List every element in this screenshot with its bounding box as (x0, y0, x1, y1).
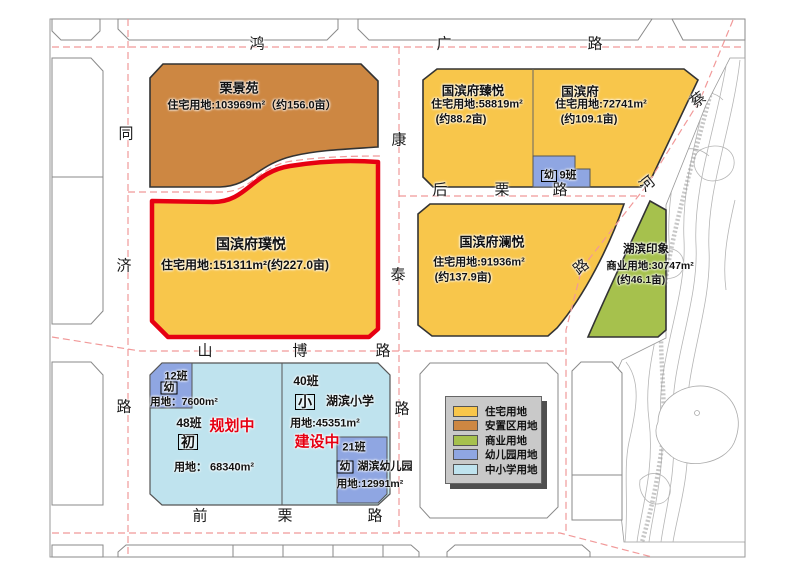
primary-school-name: 湖滨小学 (325, 394, 375, 408)
block-left-1 (51, 57, 104, 325)
parcel-hubin-impression (586, 199, 667, 338)
block-bottom-2 (446, 544, 591, 558)
parcel-title-zhenyue: 国滨府臻悦 (441, 83, 505, 98)
block-left-3 (51, 544, 104, 558)
legend-label-residential: 住宅用地 (485, 405, 527, 418)
parcel-title-lijingyuan: 栗景苑 (219, 80, 259, 96)
parcel-kindergarten12-chip (149, 362, 193, 409)
parcel-info1-lanyue: 住宅用地:91936m² (433, 256, 525, 269)
map-legend: 住宅用地 安置区用地 商业用地 幼儿园用地 中小学用地 (445, 396, 542, 484)
kindergarten21-area: 用地:12991m² (336, 477, 404, 490)
parcel-lijingyuan (149, 63, 379, 188)
road-label-qianli-1: 前 (192, 508, 208, 525)
pond (655, 385, 739, 464)
block-top-3 (357, 18, 653, 41)
primary-school-classes: 40班 (293, 374, 319, 388)
parcel-title-guobinfu: 国滨府 (561, 84, 599, 99)
road-label-kangtai-3: 路 (394, 401, 410, 418)
kindergarten12-classes: 12班 (164, 370, 188, 383)
block-bottom-1 (117, 544, 420, 558)
block-left-2 (51, 361, 104, 506)
parcel-zhenyue-guobinfu (422, 68, 699, 188)
road-label-houli-2: 栗 (494, 182, 510, 199)
road-centerlines (51, 19, 745, 558)
parcel-title-lanyue: 国滨府澜悦 (459, 234, 525, 250)
status-planning: 规划中 (209, 417, 255, 435)
legend-item-residential: 住宅用地 (453, 405, 541, 418)
parcel-title-puyue: 国滨府璞悦 (216, 236, 286, 252)
road-label-tongji-1: 同 (118, 126, 134, 143)
legend-item-school: 中小学用地 (453, 463, 541, 476)
block-east (571, 361, 623, 521)
road-label-shanbo-2: 博 (292, 343, 308, 360)
parcel-info1-hubin-impression: 商业用地:30747m² (606, 259, 694, 272)
road-label-shanbo-1: 山 (197, 343, 213, 360)
centerline-wave-road (128, 155, 383, 193)
kindergarten21-badge: 幼 (336, 460, 354, 474)
centerline-shanbo (51, 336, 565, 352)
parcel-kindergarten9-chip (532, 155, 591, 188)
parcel-kindergarten21-chip (336, 436, 388, 504)
parcel-info2-guobinfu: (约109.1亩) (560, 113, 618, 126)
road-label-kangtai-1: 康 (391, 132, 407, 149)
road-label-houli-3: 路 (552, 182, 568, 199)
road-label-hongguang-3: 路 (587, 36, 603, 53)
legend-item-commercial: 商业用地 (453, 434, 541, 447)
centerline-qianli (52, 532, 653, 558)
parcel-puyue-highlighted (149, 158, 381, 340)
block-top-4 (671, 18, 746, 41)
road-label-kangtai-2: 泰 (390, 267, 406, 284)
road-label-qianli-2: 栗 (277, 508, 293, 525)
parcel-lanyue (417, 203, 626, 337)
centerline-caihe-road (565, 19, 734, 533)
legend-label-kindergarten: 幼儿园用地 (485, 449, 538, 461)
kindergarten9-classes: 9班 (559, 169, 577, 182)
legend-swatch-kindergarten (453, 449, 478, 460)
middle-school-area: 用地： 68340m² (173, 461, 255, 474)
middle-school-classes: 48班 (176, 416, 202, 430)
primary-school-area: 用地:45351m² (290, 417, 360, 430)
middle-school-badge: 初 (178, 434, 198, 450)
road-label-qianli-3: 路 (367, 508, 383, 525)
legend-label-commercial: 商业用地 (485, 434, 527, 447)
kindergarten21-classes: 21班 (342, 441, 366, 454)
status-building: 建设中 (294, 433, 340, 451)
parcel-info2-lanyue: (约137.9亩) (434, 271, 492, 284)
kindergarten12-area: 用地：7600m² (150, 395, 218, 408)
legend-swatch-school (453, 463, 478, 475)
parcel-title-hubin-impression: 湖滨印象 (623, 243, 669, 256)
parcel-school-block (149, 362, 391, 506)
block-top-2 (117, 18, 339, 41)
parcel-info1-guobinfu: 住宅用地:72741m² (555, 98, 647, 111)
kindergarten12-badge: 幼 (160, 381, 178, 395)
road-label-tongji-2: 济 (116, 258, 132, 275)
road-label-tongji-3: 路 (116, 399, 132, 416)
legend-label-resettlement: 安置区用地 (485, 420, 538, 432)
parcel-info1-zhenyue: 住宅用地:58819m² (431, 98, 523, 111)
road-label-houli-1: 后 (432, 182, 448, 199)
legend-swatch-commercial (453, 434, 478, 446)
legend-swatch-residential (453, 405, 478, 417)
block-top-1 (51, 18, 101, 41)
parcel-info2-hubin-impression: (约46.1亩) (616, 273, 666, 286)
parcel-info-lijingyuan: 住宅用地:103969m²（约156.0亩） (167, 99, 337, 112)
road-label-shanbo-3: 路 (375, 343, 391, 360)
primary-school-badge: 小 (295, 394, 315, 410)
legend-label-school: 中小学用地 (485, 463, 538, 476)
road-label-hongguang-1: 鸿 (249, 36, 265, 53)
kindergarten21-name: 湖滨幼儿园 (357, 460, 413, 473)
legend-item-kindergarten: 幼儿园用地 (453, 449, 541, 461)
legend-swatch-resettlement (453, 420, 478, 431)
road-label-hongguang-2: 广 (436, 36, 452, 53)
legend-item-resettlement: 安置区用地 (453, 420, 541, 432)
kindergarten9-badge: 幼 (541, 170, 557, 182)
parcel-info2-zhenyue: (约88.2亩) (435, 113, 487, 126)
parcel-info-puyue: 住宅用地:151311m²(约227.0亩) (160, 258, 330, 272)
